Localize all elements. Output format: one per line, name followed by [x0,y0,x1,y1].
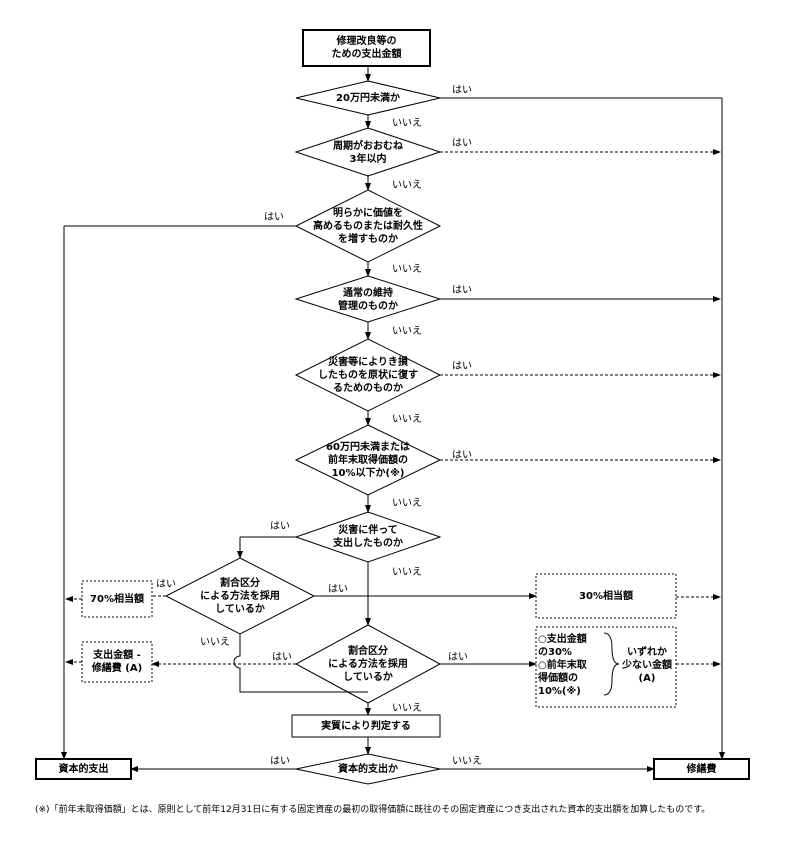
q10-label: 資本的支出か [338,764,398,775]
box-judge-label: 実質により判定する [321,721,411,732]
yes-q5: はい [452,361,472,372]
box-70 [81,580,153,618]
box-30 [535,573,677,619]
no-q2: いいえ [392,180,422,191]
box-diff-label: 支出金額 - 修繕費 (A) [91,650,143,674]
q8-label: 割合区分 による方法を採用 しているか [200,578,280,615]
no-q9: いいえ [392,703,422,714]
yes-q2: はい [452,138,472,149]
box-lesser-items: ○支出金額 の30% ○前年末取 得価額の 10%(※) [538,634,587,697]
yes-q8-right: はい [328,584,348,595]
yes-q10: はい [270,756,290,767]
yes-q6: はい [452,450,472,461]
yes-q7: はい [270,521,290,532]
repair-label: 修繕費 [686,764,717,775]
no-q6: いいえ [392,498,422,509]
no-q1: いいえ [392,118,422,129]
box-lesser-result: いずれか 少ない金額 (A) [622,647,672,684]
yes-q3: はい [264,212,284,223]
q10-diamond [295,753,441,785]
yes-q4: はい [452,285,472,296]
q9-label: 割合区分 による方法を採用 しているか [328,646,408,683]
capital-label: 資本的支出 [58,764,109,775]
no-q3: いいえ [392,264,422,275]
q3-label: 明らかに価値を 高めるものまたは耐久性 を増すものか [313,208,423,245]
no-q10: いいえ [452,756,482,767]
no-q7: いいえ [392,567,422,578]
start-box [302,29,431,67]
no-q4: いいえ [392,326,422,337]
yes-q8-left: はい [156,579,176,590]
box-lesser [535,626,677,708]
connectors [61,66,725,772]
no-q8: いいえ [200,637,230,648]
q5-label: 災害等によりき損 したものを原状に復す るためのものか [318,357,418,394]
start-label: 修理改良等の ための支出金額 [331,36,402,60]
yes-q1: はい [452,85,472,96]
q1-label: 20万円未満か [336,93,400,104]
footnote: (※)「前年末取得価額」とは、原則として前年12月31日に有する固定資産の最初の… [35,805,711,815]
yes-q9-left: はい [272,652,292,663]
q6-label: 60万円未満または 前年末取得価額の 10%以下か(※) [326,442,410,479]
q2-label: 周期がおおむね 3年以内 [333,141,403,165]
q7-label: 災害に伴って 支出したものか [333,525,403,549]
q4-label: 通常の維持 管理のものか [338,288,398,312]
box-diff [81,641,153,683]
yes-q9-right: はい [448,652,468,663]
box-70-label: 70%相当額 [90,594,144,605]
box-30-label: 30%相当額 [579,591,633,602]
no-q5: いいえ [392,414,422,425]
